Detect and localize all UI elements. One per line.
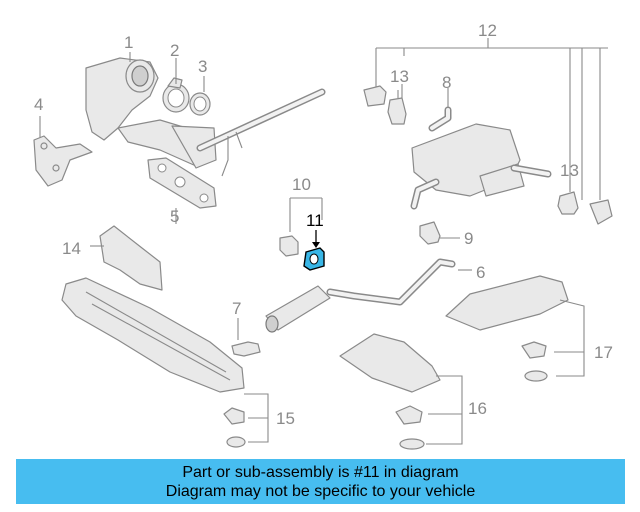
callout-12: 12 bbox=[478, 21, 497, 40]
callout-leaders bbox=[129, 38, 489, 224]
callout-14: 14 bbox=[62, 239, 81, 258]
part-3-gasket[interactable] bbox=[189, 92, 211, 116]
callout-1: 1 bbox=[124, 33, 133, 52]
callout-3: 3 bbox=[198, 57, 207, 76]
part-16-heat-shield[interactable] bbox=[339, 333, 463, 450]
part-8-hanger[interactable] bbox=[428, 88, 452, 132]
callout-13a: 13 bbox=[390, 67, 409, 86]
part-1-catalytic-converter[interactable] bbox=[85, 57, 217, 169]
callout-2: 2 bbox=[170, 41, 179, 60]
part-10-mount[interactable] bbox=[279, 197, 323, 257]
part-9-clamp[interactable] bbox=[419, 221, 460, 245]
front-pipe bbox=[196, 88, 326, 177]
part-5-flange-gasket[interactable] bbox=[147, 157, 217, 209]
callout-11: 11 bbox=[306, 211, 324, 230]
callout-16: 16 bbox=[468, 399, 487, 418]
info-banner: Part or sub-assembly is #11 in diagram D… bbox=[16, 459, 625, 504]
callout-10: 10 bbox=[292, 175, 311, 194]
rear-muffler[interactable] bbox=[410, 123, 552, 210]
callout-6: 6 bbox=[476, 263, 485, 282]
part-14-heat-shield[interactable] bbox=[90, 225, 163, 291]
part-11-exhaust-isolator[interactable] bbox=[303, 230, 325, 271]
center-pipe-resonator bbox=[265, 258, 472, 333]
part-17-rear-heat-shield[interactable] bbox=[445, 275, 585, 382]
part-7-hanger[interactable] bbox=[231, 318, 261, 357]
callout-13b: 13 bbox=[560, 161, 579, 180]
part-12-hangers[interactable] bbox=[363, 47, 613, 225]
part-15-main-heat-shield[interactable] bbox=[61, 277, 245, 393]
callout-5: 5 bbox=[170, 207, 179, 226]
part-15-hardware[interactable] bbox=[223, 393, 269, 448]
callout-17: 17 bbox=[594, 343, 613, 362]
callout-9: 9 bbox=[464, 229, 473, 248]
callout-4: 4 bbox=[34, 95, 43, 114]
callout-7: 7 bbox=[232, 299, 241, 318]
exhaust-parts-diagram: 1 2 3 4 5 6 7 8 9 10 11 12 13 13 14 15 1… bbox=[33, 21, 613, 450]
callout-15: 15 bbox=[276, 409, 295, 428]
callout-8: 8 bbox=[442, 73, 451, 92]
banner-line-1: Part or sub-assembly is #11 in diagram bbox=[182, 463, 459, 481]
part-2-clamp[interactable] bbox=[162, 77, 190, 113]
banner-line-2: Diagram may not be specific to your vehi… bbox=[165, 482, 476, 500]
part-4-bracket[interactable] bbox=[33, 116, 93, 187]
